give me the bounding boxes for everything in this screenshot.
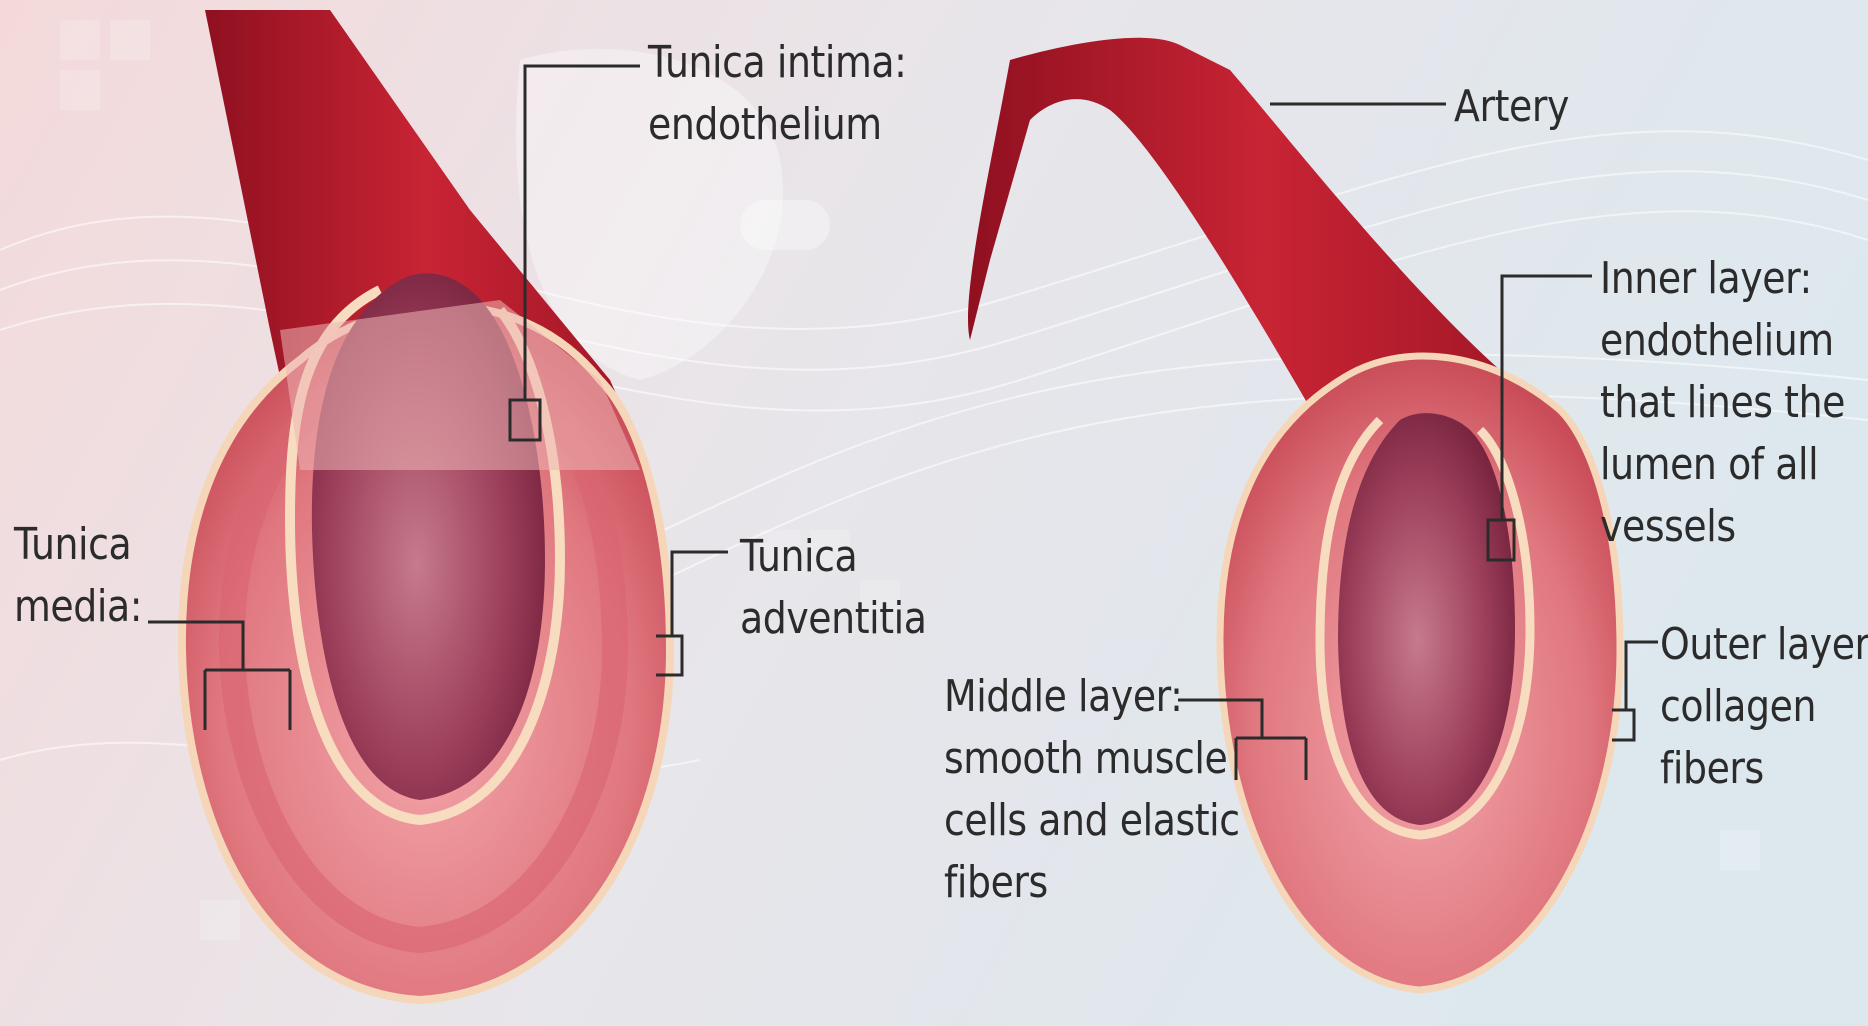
label-artery: Artery xyxy=(1454,76,1569,138)
label-line: lumen of all xyxy=(1600,434,1845,496)
label-line: adventitia xyxy=(740,588,926,650)
label-inner-layer: Inner layer: endothelium that lines the … xyxy=(1600,248,1845,558)
label-line: fibers xyxy=(944,852,1240,914)
right-artery-lumen xyxy=(1338,413,1515,825)
label-line: smooth muscle xyxy=(944,728,1240,790)
label-line: that lines the xyxy=(1600,372,1845,434)
label-line: media: xyxy=(14,576,142,638)
label-line: endothelium xyxy=(648,94,906,156)
label-tunica-intima: Tunica intima: endothelium xyxy=(648,32,906,156)
label-line: Middle layer: xyxy=(944,666,1240,728)
label-line: Tunica xyxy=(14,514,142,576)
label-line: vessels xyxy=(1600,496,1845,558)
label-line: fibers xyxy=(1660,738,1868,800)
label-line: Artery xyxy=(1454,76,1569,138)
label-tunica-media: Tunica media: xyxy=(14,514,142,638)
label-line: endothelium xyxy=(1600,310,1845,372)
label-outer-layer: Outer layer: collagen fibers xyxy=(1660,614,1868,800)
label-middle-layer: Middle layer: smooth muscle cells and el… xyxy=(944,666,1240,914)
label-line: Tunica xyxy=(740,526,926,588)
label-line: collagen xyxy=(1660,676,1868,738)
label-line: Inner layer: xyxy=(1600,248,1845,310)
label-tunica-adventitia: Tunica adventitia xyxy=(740,526,926,650)
label-line: Tunica intima: xyxy=(648,32,906,94)
label-line: cells and elastic xyxy=(944,790,1240,852)
label-line: Outer layer: xyxy=(1660,614,1868,676)
